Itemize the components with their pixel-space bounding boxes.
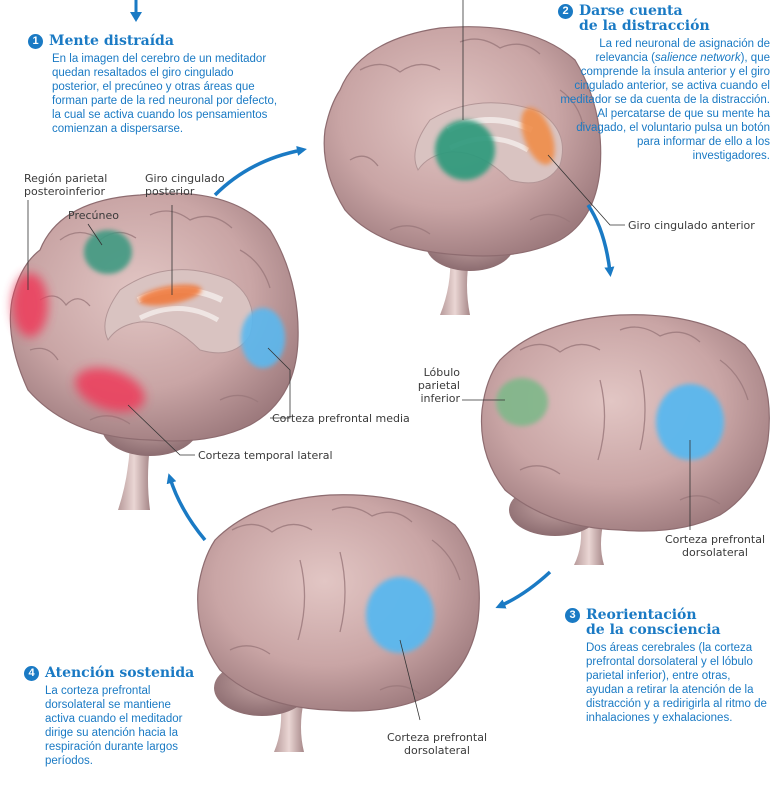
label-precuneo: Precúneo (68, 209, 119, 222)
step-2-title: 2 Darse cuenta de la distracción (558, 4, 770, 34)
step-4-number: 4 (24, 666, 39, 681)
label-giro-cingulado-anterior: Giro cingulado anterior (628, 219, 755, 232)
step-1-number: 1 (28, 34, 43, 49)
brain-2-medial (323, 26, 602, 315)
label-corteza-temporal-lateral: Corteza temporal lateral (198, 449, 333, 462)
step-2-body: La red neuronal de asignación de relevan… (560, 38, 770, 162)
step-2-block: 2 Darse cuenta de la distracción La red … (558, 4, 770, 163)
step-3-title: 3 Reorientación de la consciencia (565, 608, 770, 638)
step-3-body: Dos áreas cerebrales (la corteza prefron… (586, 642, 767, 724)
label-corteza-prefrontal-media: Corteza prefrontal media (272, 412, 410, 425)
brain-4-lateral (197, 494, 480, 752)
step-1-title: 1 Mente distraída (28, 34, 280, 49)
step-2-number: 2 (558, 4, 573, 19)
step-3-number: 3 (565, 608, 580, 623)
step-4-body: La corteza prefrontal dorsolateral se ma… (45, 685, 183, 767)
step-1-block: 1 Mente distraída En la imagen del cereb… (28, 34, 280, 136)
step-1-body: En la imagen del cerebro de un meditador… (52, 53, 278, 135)
step-4-title: 4 Atención sostenida (24, 666, 204, 681)
brain-1-medial (9, 192, 299, 510)
top-entry-arrow (130, 0, 142, 22)
step-3-block: 3 Reorientación de la consciencia Dos ár… (565, 608, 770, 725)
step-4-block: 4 Atención sostenida La corteza prefront… (24, 666, 204, 768)
brain-3-lateral (480, 314, 770, 565)
cycle-arrows (166, 146, 615, 609)
leader-lines (27, 0, 691, 721)
